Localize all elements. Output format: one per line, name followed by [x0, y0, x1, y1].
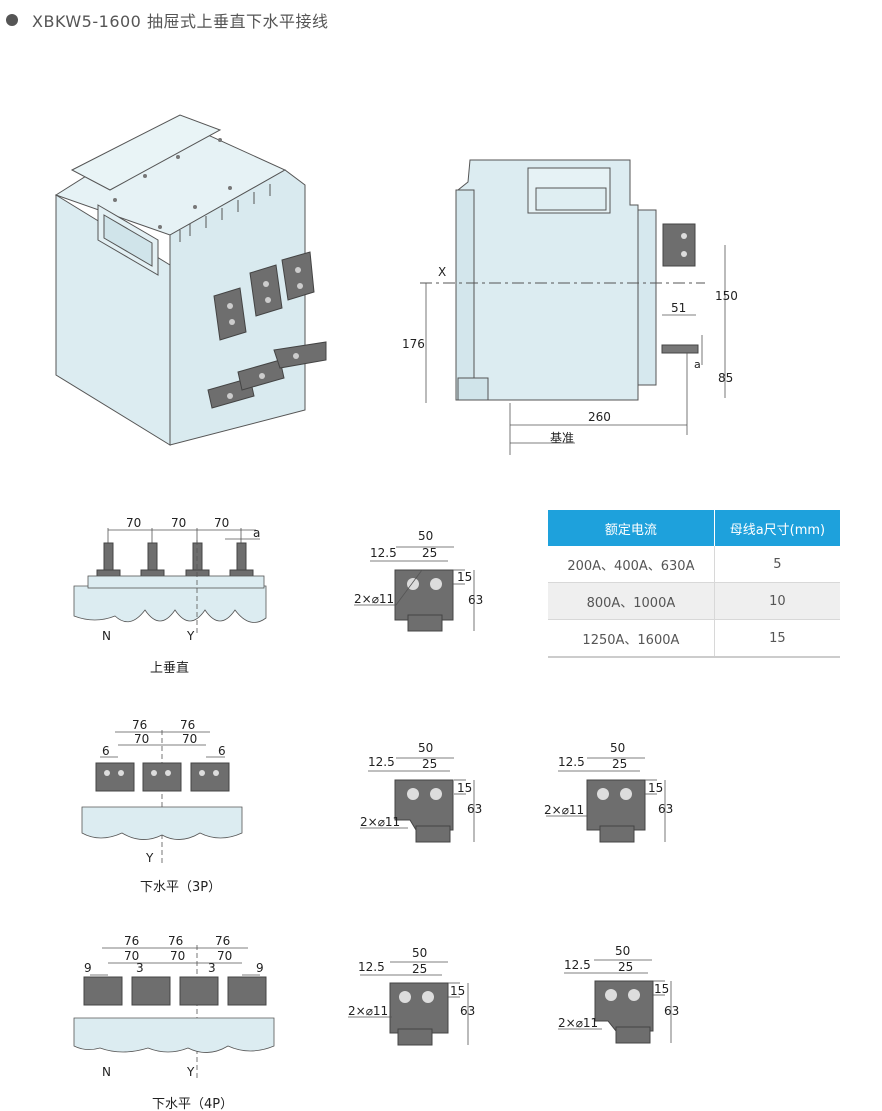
table-cell: 200A、400A、630A: [548, 546, 715, 583]
dim-15: 15: [654, 982, 669, 996]
inner-70-1: 70: [134, 732, 149, 746]
dim-15: 15: [450, 984, 465, 998]
dim-50: 50: [418, 529, 433, 543]
spacing-70-1: 70: [126, 516, 141, 530]
dim-15: 15: [648, 781, 663, 795]
y-label: Y: [145, 851, 154, 865]
outer-76-3: 76: [215, 934, 230, 948]
dim-63: 63: [658, 802, 673, 816]
dim-12-5: 12.5: [370, 546, 397, 560]
dim-51: 51: [671, 301, 686, 315]
inner-70-3: 70: [217, 949, 232, 963]
terminal-detail-3: 50 12.5 25 15 63 2×⌀11: [544, 741, 673, 843]
dim-25: 25: [422, 757, 437, 771]
bottom-busbar: [661, 344, 699, 354]
inner-70-2: 70: [182, 732, 197, 746]
table-cell: 5: [714, 546, 840, 583]
breaker-body: [81, 806, 243, 840]
caption-vertical-top: 上垂直: [150, 661, 189, 676]
dim-50: 50: [418, 741, 433, 755]
table-row: 1250A、1600A 15: [548, 619, 840, 658]
side-body: [457, 159, 639, 401]
dim-25: 25: [412, 962, 427, 976]
table-cell: 800A、1000A: [548, 582, 715, 620]
isometric-breaker-drawing: [54, 114, 327, 446]
upper-terminals: [213, 251, 315, 341]
n-label: N: [102, 629, 111, 643]
dim-25: 25: [612, 757, 627, 771]
dim-63: 63: [664, 1004, 679, 1018]
dim-63: 63: [467, 802, 482, 816]
holes-label: 2×⌀11: [354, 592, 394, 606]
top-terminal: [662, 223, 696, 267]
outer-76-1: 76: [132, 718, 147, 732]
vertical-top-drawing: 70 70 70 a N Y 上垂直: [73, 516, 267, 676]
inner-70-2: 70: [170, 949, 185, 963]
busbar-spec-table: 额定电流 母线a尺寸(mm) 200A、400A、630A 5 800A、100…: [548, 510, 840, 658]
caption-3p: 下水平（3P）: [140, 880, 221, 895]
holes-label: 2×⌀11: [558, 1016, 598, 1030]
breaker-body: [73, 585, 267, 623]
edge-6-left: 6: [102, 744, 110, 758]
spacing-70-2: 70: [171, 516, 186, 530]
caption-4p: 下水平（4P）: [152, 1097, 233, 1111]
y-label: Y: [186, 1065, 195, 1079]
dim-15: 15: [457, 781, 472, 795]
outer-76-2: 76: [180, 718, 195, 732]
terminal-detail-2: 50 12.5 25 15 63 2×⌀11: [360, 741, 482, 843]
table-header-busbar: 母线a尺寸(mm): [714, 510, 840, 546]
dim-12-5: 12.5: [358, 960, 385, 974]
edge-3-right: 3: [208, 961, 216, 975]
table-header-current: 额定电流: [548, 510, 715, 546]
outer-76-2: 76: [168, 934, 183, 948]
dim-25: 25: [422, 546, 437, 560]
table-cell: 1250A、1600A: [548, 619, 715, 658]
dim-63: 63: [460, 1004, 475, 1018]
holes-label: 2×⌀11: [348, 1004, 388, 1018]
edge-9-left: 9: [84, 961, 92, 975]
dim-12-5: 12.5: [368, 755, 395, 769]
dim-150: 150: [715, 289, 738, 303]
side-view-drawing: X 176 150 51 a 85 260 基准: [402, 159, 738, 455]
y-label: Y: [186, 629, 195, 643]
table-cell: 10: [714, 582, 840, 620]
breaker-body: [73, 1017, 275, 1053]
page-title: XBKW5-1600 抽屉式上垂直下水平接线: [32, 12, 329, 31]
dim-15: 15: [457, 570, 472, 584]
dim-50: 50: [610, 741, 625, 755]
terminal-detail-4: 50 12.5 25 15 63 2×⌀11: [348, 946, 475, 1046]
dim-50: 50: [412, 946, 427, 960]
horizontal-3p-drawing: 76 76 70 70 6 6 Y 下水平（3P）: [81, 718, 243, 895]
inner-70-1: 70: [124, 949, 139, 963]
holes-label: 2×⌀11: [360, 815, 400, 829]
terminal-detail-1: 50 12.5 25 15 63 2×⌀11: [354, 529, 483, 632]
dim-25: 25: [618, 960, 633, 974]
datum-label: 基准: [550, 431, 574, 445]
page-header: XBKW5-1600 抽屉式上垂直下水平接线: [6, 8, 328, 32]
table-cell: 15: [714, 619, 840, 658]
spacing-70-3: 70: [214, 516, 229, 530]
horizontal-4p-drawing: 76 76 76 70 70 70 9 3 3 9 N Y 下水平（4P）: [73, 934, 275, 1111]
table-row: 200A、400A、630A 5: [548, 546, 840, 583]
edge-9-right: 9: [256, 961, 264, 975]
bullet-icon: [6, 14, 18, 26]
dim-63: 63: [468, 593, 483, 607]
holes-label: 2×⌀11: [544, 803, 584, 817]
dim-12-5: 12.5: [558, 755, 585, 769]
dim-176: 176: [402, 337, 425, 351]
table-row: 800A、1000A 10: [548, 582, 840, 620]
dim-85: 85: [718, 371, 733, 385]
dim-12-5: 12.5: [564, 958, 591, 972]
x-axis-label: X: [438, 265, 446, 279]
a-label: a: [253, 526, 260, 540]
dim-50: 50: [615, 945, 630, 958]
n-label: N: [102, 1065, 111, 1079]
outer-76-1: 76: [124, 934, 139, 948]
edge-3-left: 3: [136, 961, 144, 975]
edge-6-right: 6: [218, 744, 226, 758]
dim-a: a: [694, 358, 701, 371]
terminal-detail-5: 50 12.5 25 15 63 2×⌀11: [558, 945, 679, 1044]
dim-260: 260: [588, 410, 611, 424]
